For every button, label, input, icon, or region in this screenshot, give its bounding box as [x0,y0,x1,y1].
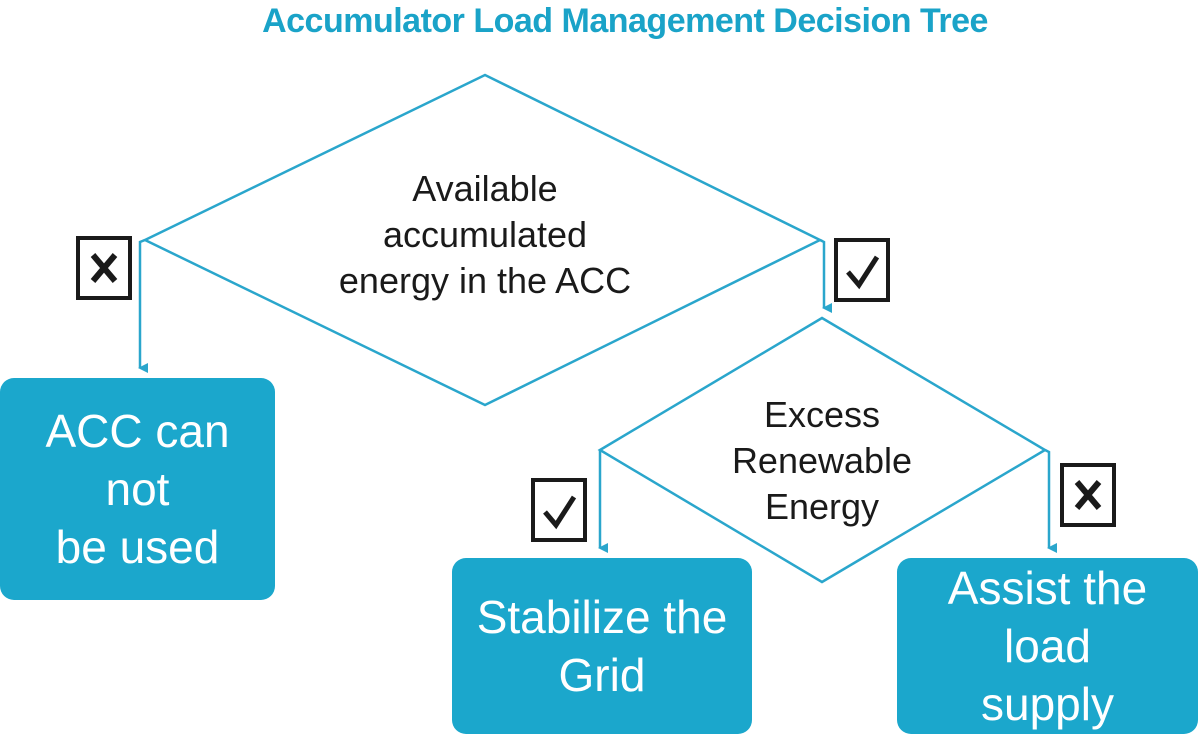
check-mark-icon [834,238,890,302]
x-mark-icon [1060,463,1116,527]
outcome-box-acc-not-used: ACC can not be used [0,378,275,600]
x-mark-icon [76,236,132,300]
connector-yes-acc [819,238,832,313]
check-mark-icon [531,478,587,542]
connector-no-acc [138,238,148,373]
outcome-box-assist-load: Assist the load supply [897,558,1198,734]
outcome-box-stabilize-grid: Stabilize the Grid [452,558,752,734]
decision-text-excess-renewable: Excess Renewable Energy [731,394,913,527]
connector-no-renewable [1044,448,1057,553]
diagram-title: Accumulator Load Management Decision Tre… [262,2,988,40]
decision-text-available-energy: Available accumulated energy in the ACC [338,168,632,301]
